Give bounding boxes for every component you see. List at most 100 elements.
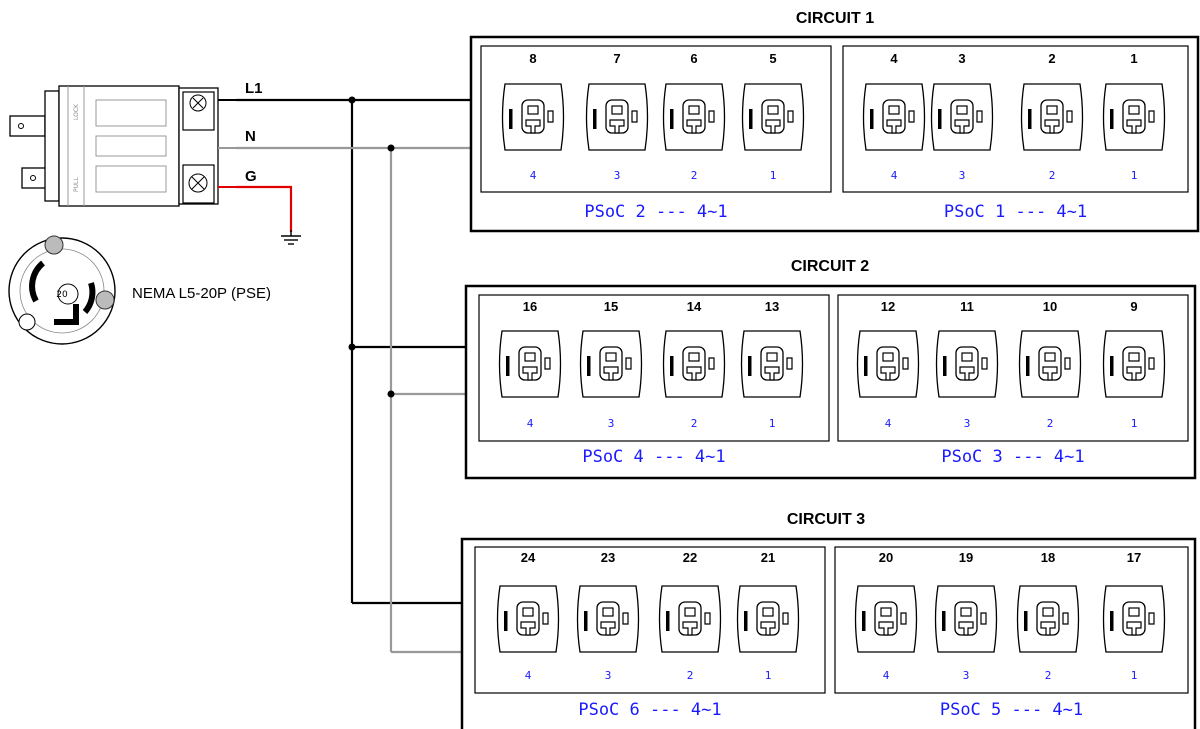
- psoc-label: PSoC 2 --- 4~1: [584, 202, 727, 222]
- plug-side-icon: LOCK PULL: [9, 85, 236, 207]
- junction-dot: [387, 144, 395, 152]
- channel-number: 1: [769, 417, 776, 430]
- outlet: 84: [501, 51, 565, 182]
- junction-dot: [348, 96, 356, 104]
- circuit-title: CIRCUIT 3: [787, 511, 865, 528]
- channel-number: 1: [1131, 669, 1138, 682]
- outlet-number: 2: [1048, 51, 1055, 66]
- outlet-receptacle-icon: [862, 83, 926, 151]
- outlet-number: 4: [890, 51, 898, 66]
- outlet: 51: [741, 51, 805, 182]
- psoc-group-frame: [478, 294, 830, 442]
- outlet-receptacle-icon: [658, 585, 722, 653]
- outlet: 244: [496, 550, 560, 682]
- outlet-number: 17: [1127, 550, 1141, 565]
- outlet: 22: [1020, 51, 1084, 182]
- circuit-title: CIRCUIT 2: [791, 258, 869, 275]
- outlet: 142: [662, 299, 726, 430]
- channel-number: 3: [605, 669, 612, 682]
- outlet: 222: [658, 550, 722, 682]
- outlet-receptacle-icon: [1016, 585, 1080, 653]
- channel-number: 2: [691, 169, 698, 182]
- channel-number: 2: [1047, 417, 1054, 430]
- junction-dot: [348, 343, 356, 351]
- outlet-receptacle-icon: [1102, 330, 1166, 398]
- plug-model-label: NEMA L5-20P (PSE): [132, 285, 271, 302]
- outlet-number: 8: [529, 51, 536, 66]
- psoc-group-frame: [474, 546, 826, 694]
- circuit-title: CIRCUIT 1: [796, 10, 874, 27]
- channel-number: 4: [885, 417, 892, 430]
- outlet: 164: [498, 299, 562, 430]
- outlet-number: 24: [521, 550, 536, 565]
- channel-number: 2: [1045, 669, 1052, 682]
- outlet-receptacle-icon: [1102, 585, 1166, 653]
- channel-number: 1: [1131, 169, 1138, 182]
- outlet: 18 2: [1016, 550, 1080, 682]
- outlet-number: 3: [958, 51, 965, 66]
- outlet: 11: [1102, 51, 1166, 182]
- outlet-receptacle-icon: [740, 330, 804, 398]
- outlet: 19 3: [934, 550, 998, 682]
- psoc-label: PSoC 1 --- 4~1: [944, 202, 1087, 222]
- outlet: 233: [576, 550, 640, 682]
- channel-number: 2: [1049, 169, 1056, 182]
- outlet-receptacle-icon: [935, 330, 999, 398]
- plug-face-rating: 20: [56, 290, 68, 300]
- outlet: 33: [930, 51, 994, 182]
- channel-number: 2: [691, 417, 698, 430]
- outlet-receptacle-icon: [576, 585, 640, 653]
- outlet-number: 13: [765, 299, 779, 314]
- channel-number: 3: [963, 669, 970, 682]
- outlet-receptacle-icon: [1020, 83, 1084, 151]
- psoc-label: PSoC 3 --- 4~1: [941, 447, 1084, 467]
- outlet-number: 1: [1130, 51, 1137, 66]
- outlet-number: 6: [690, 51, 697, 66]
- outlet-number: 19: [959, 550, 973, 565]
- outlet-receptacle-icon: [579, 330, 643, 398]
- outlet-receptacle-icon: [854, 585, 918, 653]
- outlet: 10 2: [1018, 299, 1082, 430]
- outlet-receptacle-icon: [856, 330, 920, 398]
- circuit-frame: [464, 284, 1197, 480]
- ground-wire: [236, 185, 293, 232]
- psoc-group-frame: [834, 546, 1189, 694]
- outlet-number: 18: [1041, 550, 1055, 565]
- outlet-number: 5: [769, 51, 776, 66]
- circuit-frame: [460, 537, 1197, 729]
- junction-dot: [387, 390, 395, 398]
- outlet: 44: [862, 51, 926, 182]
- psoc-group-frame: [480, 45, 832, 193]
- channel-number: 3: [964, 417, 971, 430]
- outlet: 17 1: [1102, 550, 1166, 682]
- outlet-receptacle-icon: [934, 585, 998, 653]
- outlet-number: 10: [1043, 299, 1057, 314]
- outlet: 62: [662, 51, 726, 182]
- outlet-number: 16: [523, 299, 537, 314]
- channel-number: 1: [765, 669, 772, 682]
- channel-number: 3: [959, 169, 966, 182]
- outlet-number: 9: [1130, 299, 1137, 314]
- psoc-label: PSoC 5 --- 4~1: [940, 700, 1083, 720]
- channel-number: 3: [608, 417, 615, 430]
- outlet-receptacle-icon: [736, 585, 800, 653]
- channel-number: 1: [770, 169, 777, 182]
- outlet-number: 11: [960, 299, 974, 314]
- outlet-number: 7: [613, 51, 620, 66]
- wire-label-n: N: [245, 128, 256, 145]
- plug-lock-text: LOCK: [73, 103, 80, 120]
- outlet-number: 21: [761, 550, 775, 565]
- outlet-receptacle-icon: [1018, 330, 1082, 398]
- outlet: 11 3: [935, 299, 999, 430]
- psoc-group-frame: [842, 45, 1189, 193]
- channel-number: 4: [883, 669, 890, 682]
- outlet-number: 15: [604, 299, 618, 314]
- outlet-receptacle-icon: [662, 83, 726, 151]
